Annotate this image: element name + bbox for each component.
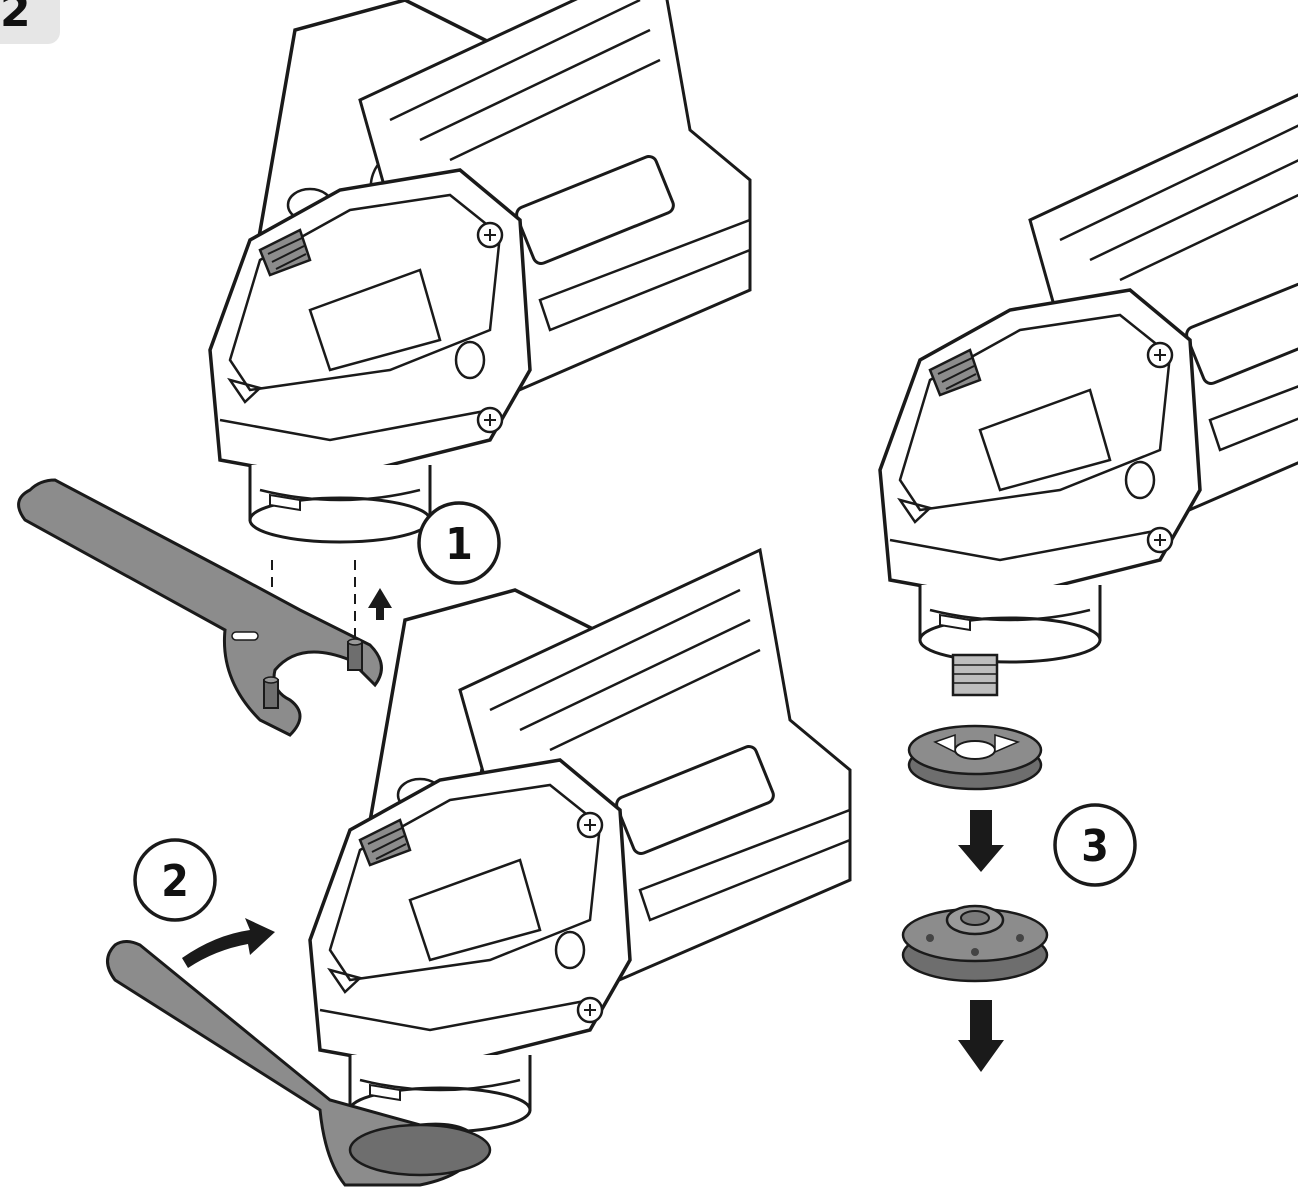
clamp-nut-icon [901, 904, 1049, 983]
step2-angle-grinder-icon [308, 548, 852, 1134]
inner-flange-icon [907, 724, 1043, 791]
step2-pin-spanner-icon [106, 940, 492, 1187]
step3-label: 3 [1081, 821, 1109, 872]
step2-rotate-arrow-icon [182, 918, 275, 968]
threaded-spindle [951, 653, 999, 697]
step3-badge: 3 [1053, 803, 1137, 887]
step2-badge: 2 [133, 838, 217, 922]
pin-spanner-icon [17, 478, 383, 737]
figure-number: 2 [0, 0, 31, 37]
figure-number-tab: 2 [0, 0, 60, 44]
step3-angle-grinder-icon [878, 78, 1298, 664]
step1-arrow-icon [368, 588, 392, 620]
step1-badge: 1 [417, 501, 501, 585]
step3-arrow2-icon [958, 1000, 1004, 1072]
step2-label: 2 [161, 856, 189, 907]
step1-label: 1 [445, 519, 473, 570]
step3-arrow-icon [958, 810, 1004, 872]
